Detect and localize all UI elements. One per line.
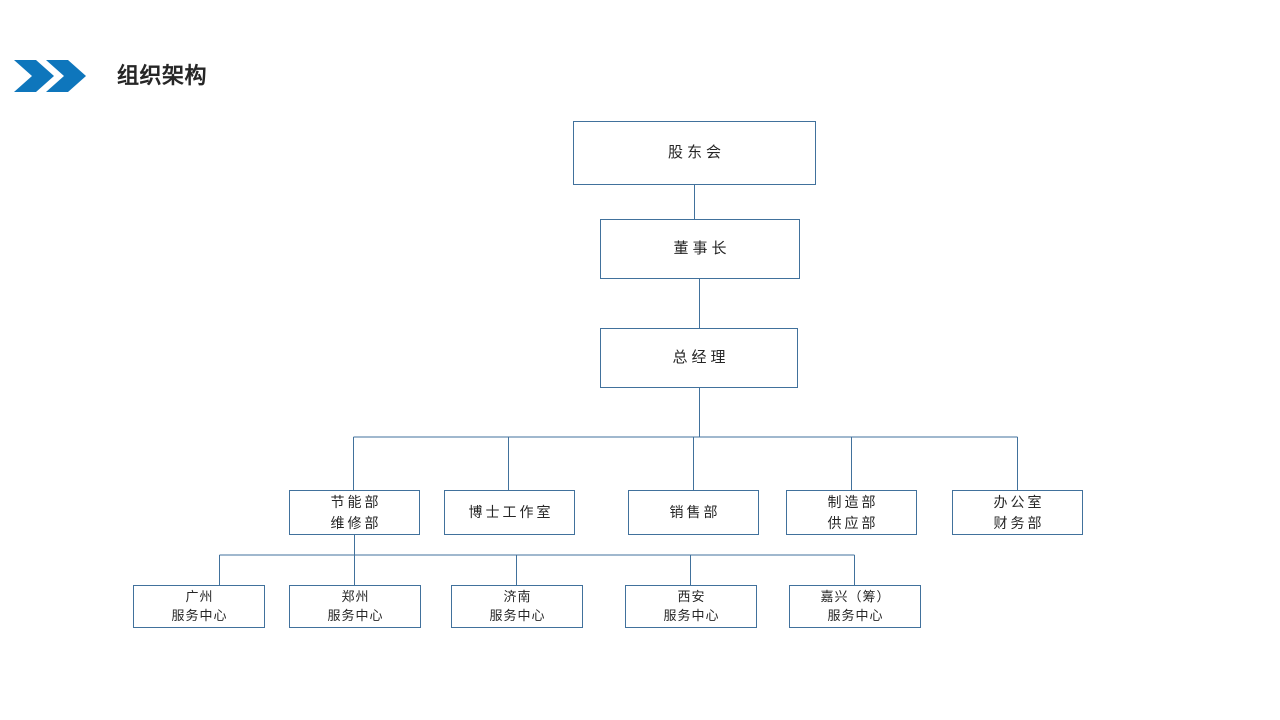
org-node-energy-maintenance[interactable]: 节能部 维修部 xyxy=(289,490,420,535)
org-node-label: 股东会 xyxy=(667,143,725,161)
org-node-label-line2: 服务中心 xyxy=(327,607,384,623)
org-node-sales[interactable]: 销售部 xyxy=(628,490,759,535)
org-node-general-manager[interactable]: 总经理 xyxy=(600,328,798,388)
org-node-guangzhou-center[interactable]: 广州 服务中心 xyxy=(133,585,265,628)
org-node-label: 销售部 xyxy=(669,504,721,521)
org-node-manufacturing-supply[interactable]: 制造部 供应部 xyxy=(786,490,917,535)
org-node-label-line1: 办公室 xyxy=(993,494,1045,511)
double-chevron-right-icon xyxy=(14,60,86,92)
org-node-label-line1: 济南 xyxy=(503,588,532,604)
org-node-label-line2: 服务中心 xyxy=(827,607,884,623)
org-node-jinan-center[interactable]: 济南 服务中心 xyxy=(451,585,583,628)
org-node-label-line2: 维修部 xyxy=(330,514,382,531)
org-node-shareholders[interactable]: 股东会 xyxy=(573,121,816,185)
org-node-label-line1: 制造部 xyxy=(827,494,879,511)
org-node-label: 董事长 xyxy=(673,239,731,257)
org-node-label-line1: 西安 xyxy=(677,588,706,604)
org-node-label-line2: 服务中心 xyxy=(171,607,228,623)
page-title: 组织架构 xyxy=(117,63,208,88)
org-node-office-finance[interactable]: 办公室 财务部 xyxy=(952,490,1083,535)
slide-header: 组织架构 xyxy=(0,52,207,100)
org-node-label-line2: 服务中心 xyxy=(489,607,546,623)
org-node-label-line2: 财务部 xyxy=(993,514,1045,531)
org-node-label-line1: 节能部 xyxy=(330,494,382,511)
org-node-label: 总经理 xyxy=(672,348,730,366)
org-node-xian-center[interactable]: 西安 服务中心 xyxy=(625,585,757,628)
org-node-zhengzhou-center[interactable]: 郑州 服务中心 xyxy=(289,585,421,628)
org-node-chairman[interactable]: 董事长 xyxy=(600,219,800,279)
org-node-doctoral-studio[interactable]: 博士工作室 xyxy=(444,490,575,535)
org-node-label-line1: 郑州 xyxy=(341,588,370,604)
org-node-label-line1: 广州 xyxy=(185,588,214,604)
org-node-label-line1: 嘉兴（筹） xyxy=(820,588,891,604)
org-node-jiaxing-center[interactable]: 嘉兴（筹） 服务中心 xyxy=(789,585,921,628)
org-node-label: 博士工作室 xyxy=(468,504,554,521)
org-node-label-line2: 服务中心 xyxy=(663,607,720,623)
org-node-label-line2: 供应部 xyxy=(827,514,879,531)
